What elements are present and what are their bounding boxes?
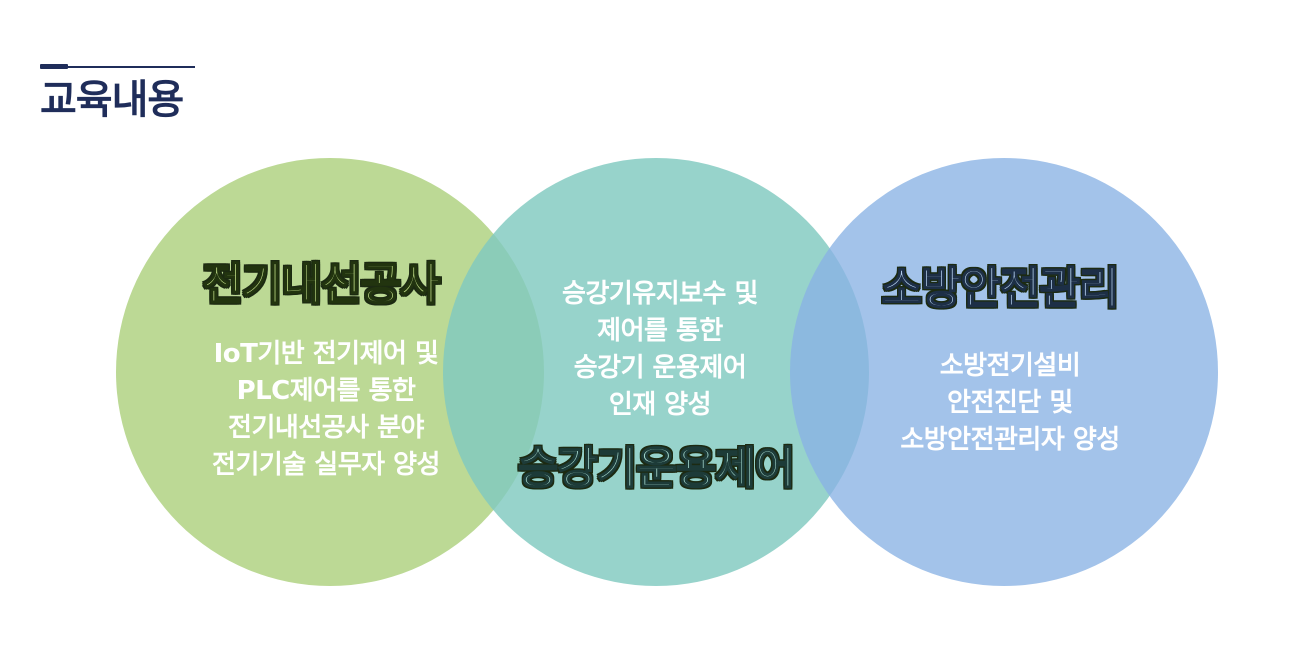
description-line: 인재 양성 (608, 390, 712, 420)
heading-rule (40, 66, 195, 68)
circle-electrical-title: 전기내선공사 (202, 258, 441, 311)
circle-electrical-description: IoT기반 전기제어 및 PLC제어를 통한 전기내선공사 분야 전기기술 실무… (176, 336, 476, 484)
description-line: 제어를 통한 (597, 316, 723, 346)
heading-accent-bar (40, 64, 68, 69)
circle-fire-safety-title: 소방안전관리 (881, 262, 1120, 315)
description-line: 안전진단 및 (947, 388, 1073, 418)
circle-elevator-title: 승강기운용제어 (517, 442, 796, 495)
description-line: 소방전기설비 (939, 351, 1081, 381)
circle-elevator-description: 승강기유지보수 및 제어를 통한 승강기 운용제어 인재 양성 (510, 276, 810, 424)
description-line: 승강기유지보수 및 (562, 279, 758, 309)
circle-fire-safety (790, 158, 1218, 586)
page-title: 교육내용 (40, 77, 184, 123)
description-line: 소방안전관리자 양성 (900, 425, 1120, 455)
circle-fire-safety-description: 소방전기설비 안전진단 및 소방안전관리자 양성 (860, 348, 1160, 459)
description-line: IoT기반 전기제어 및 (213, 339, 439, 369)
description-line: 승강기 운용제어 (573, 353, 747, 383)
description-line: 전기기술 실무자 양성 (212, 450, 440, 480)
description-line: 전기내선공사 분야 (228, 413, 424, 443)
description-line: PLC제어를 통한 (236, 376, 416, 406)
